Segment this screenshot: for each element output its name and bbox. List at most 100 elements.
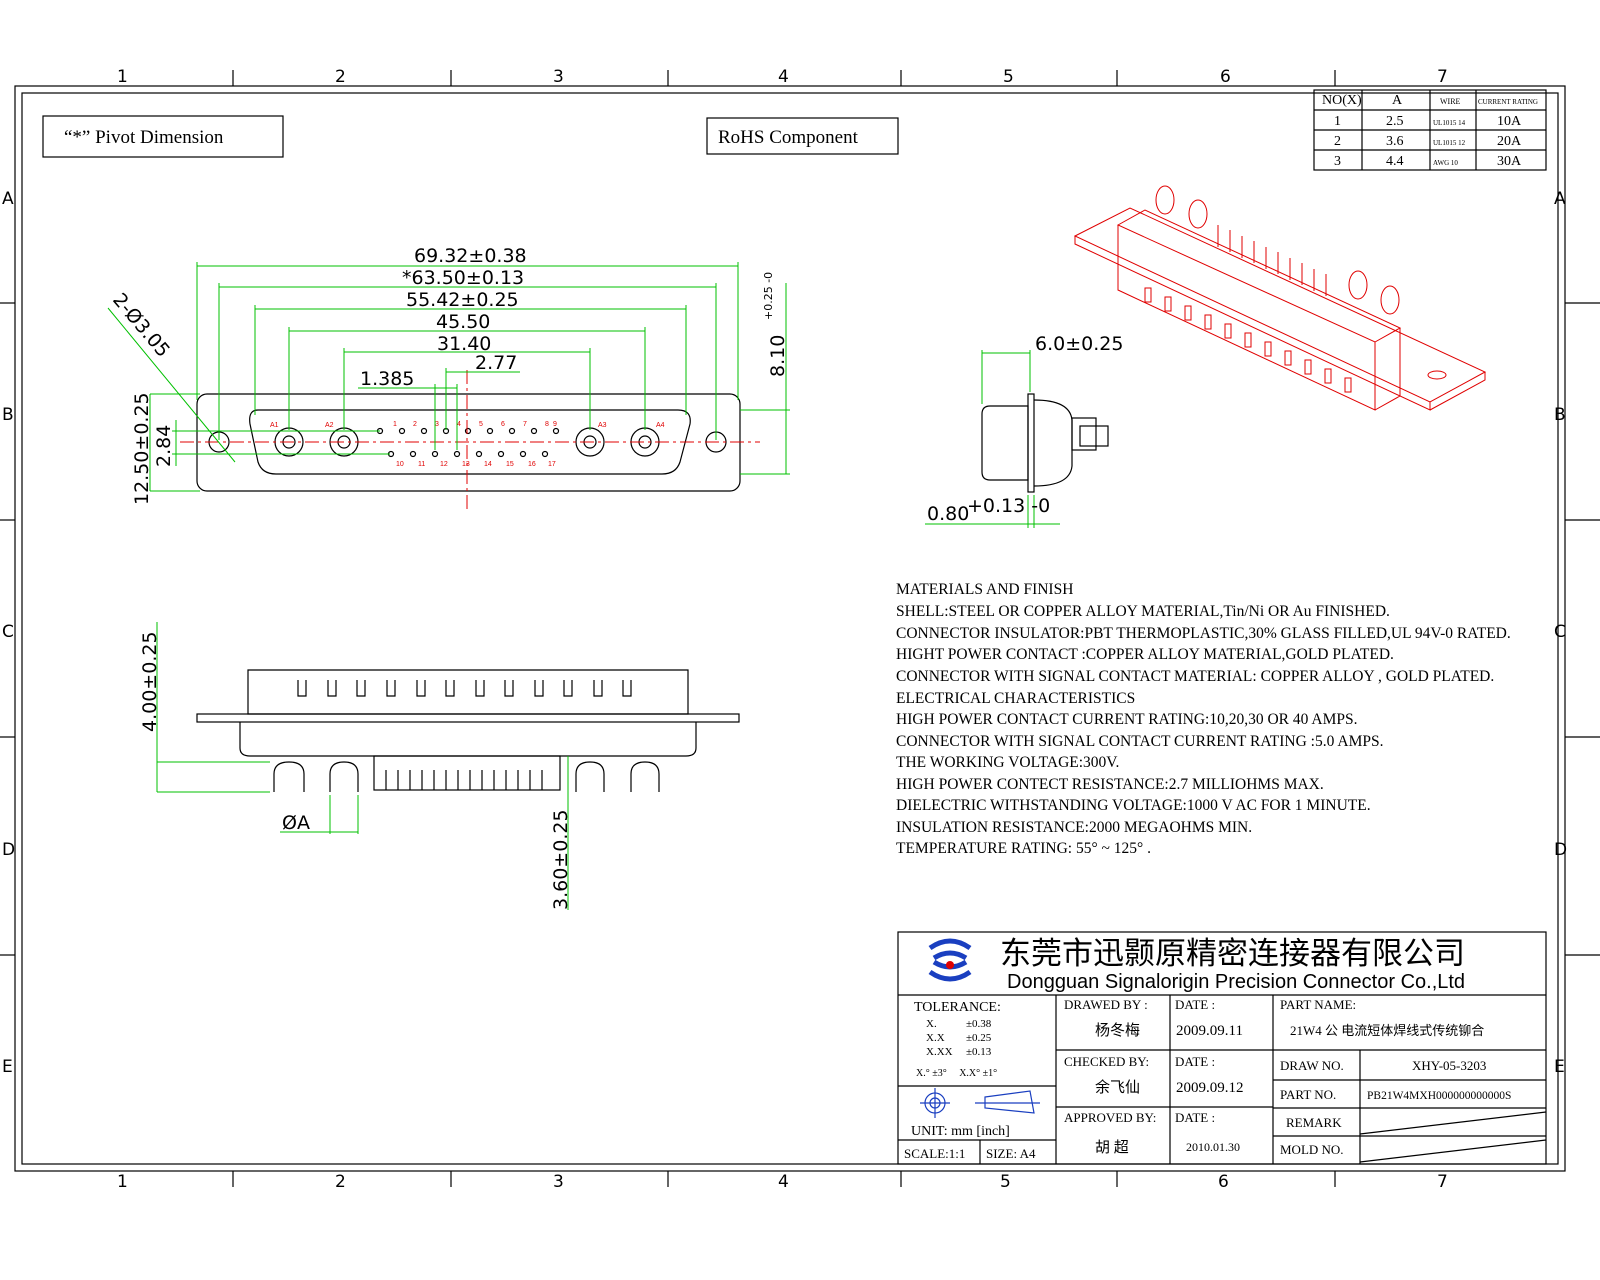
pin-label: 17 bbox=[548, 461, 556, 468]
spec-cell: UL1015 12 bbox=[1433, 139, 1466, 147]
checked-by-label: CHECKED BY: bbox=[1064, 1054, 1149, 1069]
mold-no-label: MOLD NO. bbox=[1280, 1142, 1344, 1157]
dim-45: 45.50 bbox=[436, 311, 490, 333]
date-checked: 2009.09.12 bbox=[1176, 1080, 1244, 1096]
front-view: 1 2 3 4 5 6 7 8 9 10 11 12 13 14 15 16 1… bbox=[107, 245, 790, 510]
col-label: 4 bbox=[778, 1172, 789, 1192]
row-label: D bbox=[1554, 840, 1567, 860]
pin-label: 9 bbox=[553, 421, 557, 428]
rohs-box bbox=[706, 117, 899, 155]
date-label: DATE : bbox=[1175, 1110, 1215, 1125]
spec-header: A bbox=[1392, 93, 1403, 108]
dim-dia-a: ØA bbox=[282, 812, 310, 834]
pin-label: 1 bbox=[393, 421, 397, 428]
drawed-by-label: DRAWED BY : bbox=[1064, 997, 1148, 1012]
dim-pitch: 2.77 bbox=[475, 352, 517, 374]
pin-label: 13 bbox=[462, 461, 470, 468]
dim-tail: 3.60±0.25 bbox=[550, 809, 572, 910]
part-name: 21W4 公 电流短体焊线式传统铆合 bbox=[1290, 1023, 1484, 1038]
date-label: DATE : bbox=[1175, 997, 1215, 1012]
date-approved: 2010.01.30 bbox=[1186, 1140, 1240, 1154]
size-label: SIZE: A4 bbox=[986, 1146, 1036, 1161]
row-label: D bbox=[2, 840, 15, 860]
zone-ticks bbox=[0, 70, 1600, 1187]
drawed-by: 杨冬梅 bbox=[1095, 1022, 1140, 1039]
draw-no: XHY-05-3203 bbox=[1412, 1058, 1486, 1073]
remark-label: REMARK bbox=[1286, 1115, 1342, 1130]
spec-cell: 3.6 bbox=[1386, 134, 1404, 149]
note-line: THE WORKING VOLTAGE:300V. bbox=[896, 754, 1119, 771]
col-label: 3 bbox=[553, 1172, 564, 1192]
pivot-note-box bbox=[42, 115, 284, 158]
tol-key: X.XX bbox=[926, 1046, 953, 1058]
unit-label: UNIT: mm [inch] bbox=[911, 1124, 1010, 1139]
checked-by: 余飞仙 bbox=[1095, 1078, 1140, 1096]
pin-label: 5 bbox=[479, 421, 483, 428]
pin-label: A2 bbox=[325, 422, 334, 429]
col-label: 6 bbox=[1220, 67, 1231, 87]
col-label: 3 bbox=[553, 67, 564, 87]
dim-31: 31.40 bbox=[437, 333, 491, 355]
part-no: PB21W4MXH000000000000S bbox=[1367, 1090, 1511, 1102]
spec-header: NO(X) bbox=[1322, 93, 1362, 108]
spec-cell: 1 bbox=[1334, 114, 1341, 129]
row-label: E bbox=[2, 1057, 13, 1077]
title-block: 东莞市迅颢原精密连接器有限公司 Dongguan Signalorigin Pr… bbox=[897, 931, 1547, 1165]
pin-label: 10 bbox=[396, 461, 404, 468]
dim-height: 12.50±0.25 bbox=[131, 392, 153, 505]
date-label: DATE : bbox=[1175, 1054, 1215, 1069]
col-label: 5 bbox=[1003, 67, 1014, 87]
spec-cell: 10A bbox=[1497, 114, 1522, 129]
tolerance-label: TOLERANCE: bbox=[914, 1000, 1001, 1015]
dim-d-height-tol: +0.25 -0 bbox=[762, 272, 775, 320]
row-label: C bbox=[1554, 622, 1566, 642]
col-label: 7 bbox=[1437, 67, 1448, 87]
tol-key: X.X bbox=[926, 1032, 945, 1044]
dim-row: 2.84 bbox=[153, 425, 175, 467]
rohs-note: RoHS Component bbox=[718, 127, 859, 148]
pin-label: 6 bbox=[501, 421, 505, 428]
materials-notes: MATERIALS AND FINISH SHELL:STEEL OR COPP… bbox=[896, 581, 1511, 857]
note-line: SHELL:STEEL OR COPPER ALLOY MATERIAL,Tin… bbox=[896, 603, 1390, 620]
projection-symbol-icon bbox=[920, 1088, 1040, 1118]
col-label: 6 bbox=[1218, 1172, 1229, 1192]
note-line: DIELECTRIC WITHSTANDING VOLTAGE:1000 V A… bbox=[896, 797, 1371, 814]
spec-header: CURRENT RATING bbox=[1478, 98, 1538, 106]
dim-depth: 6.0±0.25 bbox=[1035, 333, 1123, 355]
pin-label: A4 bbox=[656, 422, 665, 429]
pin-label: 2 bbox=[413, 421, 417, 428]
spec-table: NO(X) A WIRE CURRENT RATING 1 2.5 UL1015… bbox=[1313, 89, 1547, 171]
date-drawed: 2009.09.11 bbox=[1176, 1023, 1243, 1039]
pin-label: 16 bbox=[528, 461, 536, 468]
outer-frame bbox=[14, 85, 1566, 1172]
part-no-label: PART NO. bbox=[1280, 1087, 1336, 1102]
pivot-note: “*” Pivot Dimension bbox=[64, 127, 224, 148]
pin-label: A1 bbox=[270, 422, 279, 429]
part-name-label: PART NAME: bbox=[1280, 997, 1356, 1012]
pin-label: 11 bbox=[418, 461, 425, 468]
company-name-cn: 东莞市迅颢原精密连接器有限公司 bbox=[1000, 936, 1465, 971]
approved-by-label: APPROVED BY: bbox=[1064, 1110, 1156, 1125]
row-label: B bbox=[2, 405, 14, 425]
col-label: 5 bbox=[1000, 1172, 1011, 1192]
bottom-view: 4.00±0.25 ØA 3.60±0.25 bbox=[139, 622, 740, 910]
spec-header: WIRE bbox=[1440, 97, 1461, 106]
spec-cell: UL1015 14 bbox=[1433, 119, 1466, 127]
inner-frame bbox=[21, 92, 1559, 1165]
company-logo-icon bbox=[928, 938, 972, 982]
col-label: 2 bbox=[335, 1172, 346, 1192]
spec-cell: AWG 10 bbox=[1433, 159, 1458, 167]
dim-shell: 55.42±0.25 bbox=[406, 289, 519, 311]
note-line: HIGH POWER CONTECT RESISTANCE:2.7 MILLIO… bbox=[896, 776, 1324, 793]
pin-label: 14 bbox=[484, 461, 492, 468]
spec-cell: 2.5 bbox=[1386, 114, 1404, 129]
pin-label: 4 bbox=[457, 421, 461, 428]
tol-val: ±0.38 bbox=[966, 1018, 992, 1030]
note-line: HIGHT POWER CONTACT :COPPER ALLOY MATERI… bbox=[896, 646, 1394, 663]
pin-label: 12 bbox=[440, 461, 448, 468]
tol-val: ±0.13 bbox=[966, 1046, 992, 1058]
tol-val: ±0.25 bbox=[966, 1032, 992, 1044]
col-label: 1 bbox=[117, 1172, 128, 1192]
col-label: 2 bbox=[335, 67, 346, 87]
